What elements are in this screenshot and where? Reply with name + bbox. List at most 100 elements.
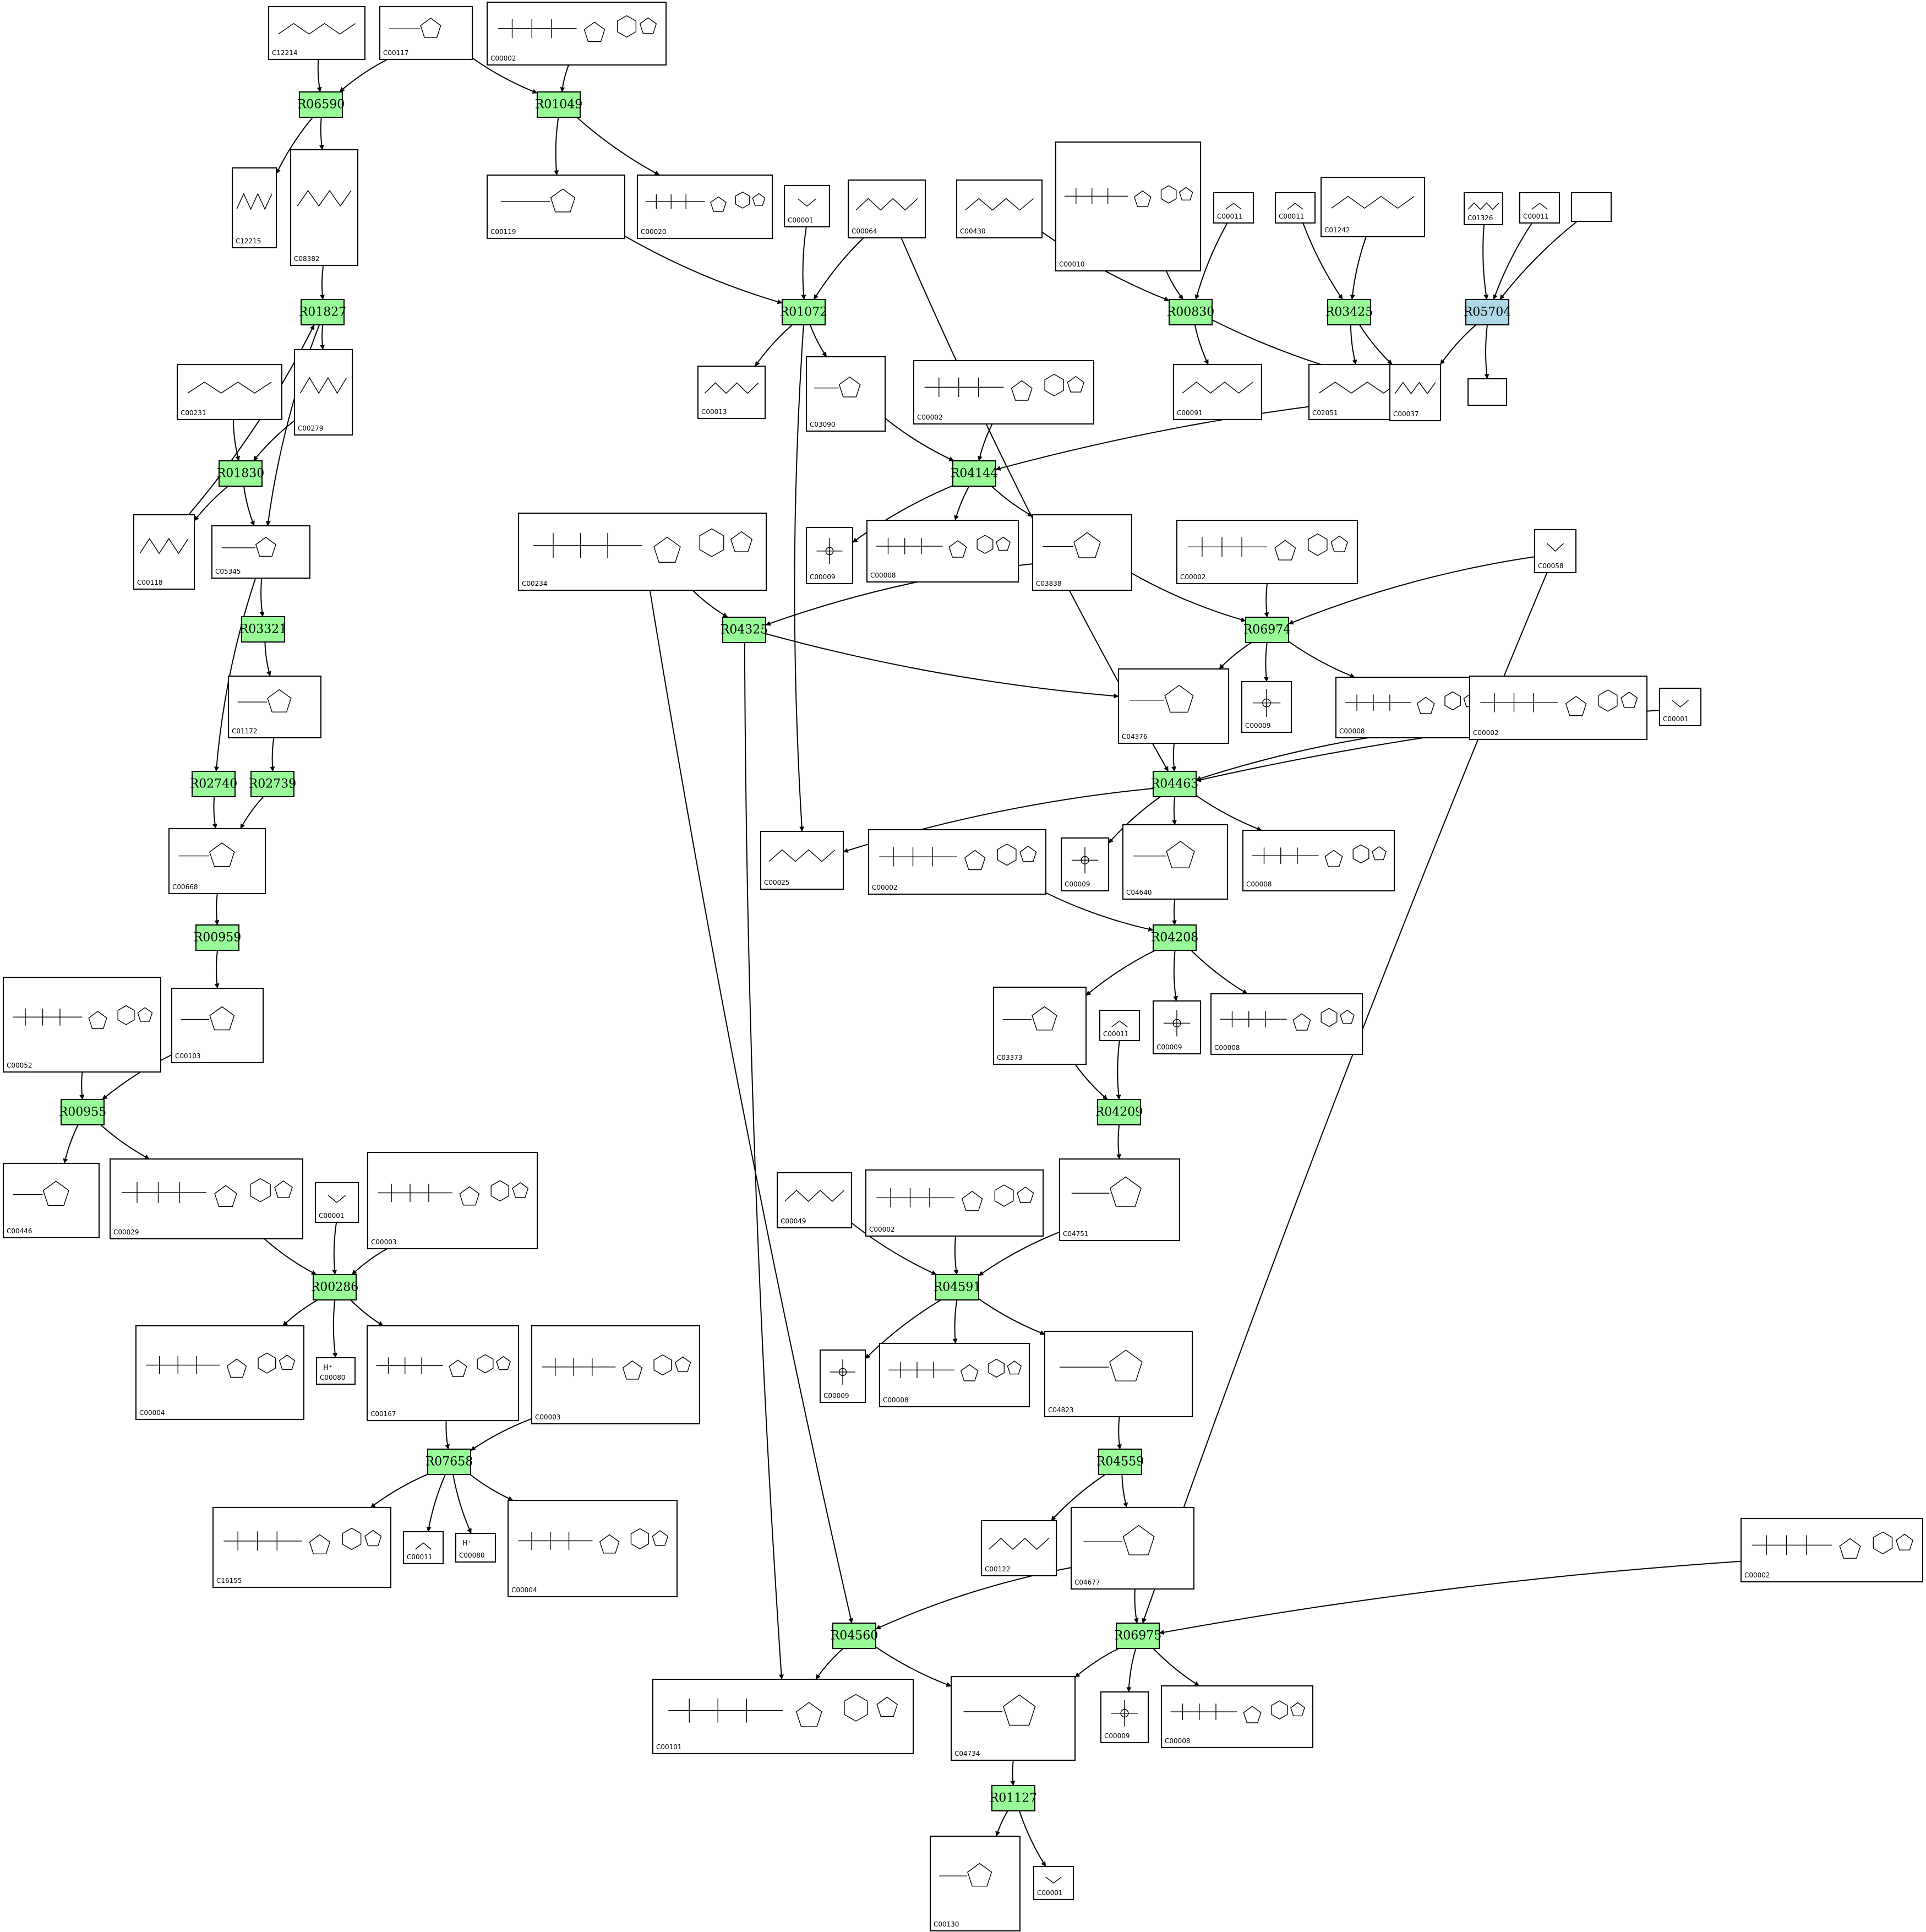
- compound-node[interactable]: H⁺C00080: [316, 1357, 356, 1385]
- compound-node[interactable]: C01172: [228, 676, 321, 738]
- compound-node[interactable]: C05345: [211, 525, 310, 579]
- reaction-r04144[interactable]: R04144: [951, 460, 999, 487]
- compound-node[interactable]: C08382: [290, 149, 358, 266]
- reaction-r06590[interactable]: R06590: [297, 91, 345, 118]
- reaction-r00959[interactable]: R00959: [194, 924, 242, 951]
- compound-node[interactable]: C00002: [913, 360, 1094, 425]
- reaction-r03425[interactable]: R03425: [1325, 299, 1373, 325]
- reaction-r03321[interactable]: R03321: [239, 616, 287, 643]
- compound-node[interactable]: C00001: [784, 185, 830, 227]
- reaction-r04209[interactable]: R04209: [1095, 1099, 1143, 1125]
- compound-node[interactable]: C00020: [637, 175, 773, 239]
- compound-node[interactable]: C00011: [1099, 1010, 1140, 1041]
- compound-node[interactable]: C00008: [1335, 677, 1486, 738]
- compound-node[interactable]: C00167: [367, 1325, 519, 1421]
- compound-node[interactable]: C00049: [777, 1172, 852, 1228]
- compound-node[interactable]: C00002: [865, 1169, 1044, 1237]
- compound-node[interactable]: C00103: [171, 988, 264, 1063]
- reaction-r06974[interactable]: R06974: [1243, 617, 1291, 643]
- compound-node[interactable]: C00001: [315, 1182, 359, 1223]
- compound-node[interactable]: C00279: [294, 349, 353, 436]
- compound-node[interactable]: C00003: [367, 1152, 538, 1249]
- reaction-r00830[interactable]: R00830: [1167, 299, 1215, 325]
- reaction-r07658[interactable]: R07658: [425, 1449, 473, 1475]
- compound-node[interactable]: C00064: [848, 179, 926, 238]
- reaction-r01049[interactable]: R01049: [535, 91, 583, 118]
- compound-node[interactable]: C00091: [1173, 364, 1262, 420]
- compound-node[interactable]: [1571, 192, 1612, 222]
- compound-node[interactable]: C00029: [110, 1158, 303, 1239]
- compound-node[interactable]: C00446: [3, 1163, 100, 1238]
- reaction-r04560[interactable]: R04560: [831, 1623, 879, 1649]
- compound-node[interactable]: C00118: [133, 514, 195, 590]
- compound-node[interactable]: C00101: [652, 1679, 914, 1754]
- compound-node[interactable]: C00009: [806, 527, 853, 584]
- compound-node[interactable]: C00001: [1033, 1866, 1074, 1900]
- reaction-r00286[interactable]: R00286: [311, 1274, 359, 1300]
- compound-node[interactable]: C03838: [1032, 514, 1132, 591]
- compound-node[interactable]: C00011: [1275, 192, 1316, 224]
- compound-node[interactable]: C00058: [1534, 529, 1576, 573]
- compound-node[interactable]: C00002: [1176, 520, 1358, 584]
- compound-node[interactable]: C16155: [212, 1507, 391, 1588]
- compound-node[interactable]: H⁺C00080: [455, 1533, 496, 1563]
- compound-node[interactable]: C04640: [1122, 824, 1228, 900]
- compound-node[interactable]: C00117: [379, 6, 473, 60]
- compound-node[interactable]: C00001: [1659, 688, 1701, 726]
- reaction-r06975[interactable]: R06975: [1114, 1623, 1162, 1649]
- compound-node[interactable]: C00002: [1741, 1518, 1923, 1582]
- reaction-r04325[interactable]: R04325: [721, 617, 768, 643]
- reaction-r04463[interactable]: R04463: [1151, 771, 1199, 797]
- reaction-r05704[interactable]: R05704: [1464, 299, 1512, 325]
- compound-node[interactable]: C04734: [951, 1676, 1076, 1761]
- compound-node[interactable]: C00119: [487, 175, 625, 239]
- compound-node[interactable]: C00025: [760, 831, 844, 890]
- compound-node[interactable]: C00011: [1519, 192, 1560, 224]
- compound-node[interactable]: C00009: [820, 1349, 866, 1403]
- compound-node[interactable]: C00002: [1469, 676, 1647, 740]
- reaction-r01127[interactable]: R01127: [990, 1785, 1038, 1811]
- compound-node[interactable]: C00052: [3, 977, 161, 1073]
- compound-node[interactable]: C00009: [1100, 1691, 1149, 1743]
- compound-node[interactable]: C00004: [508, 1500, 678, 1597]
- compound-node[interactable]: C00130: [930, 1836, 1021, 1931]
- compound-node[interactable]: C00234: [518, 513, 767, 591]
- compound-node[interactable]: C00231: [177, 364, 282, 420]
- compound-node[interactable]: C01326: [1464, 192, 1503, 225]
- compound-node[interactable]: C00430: [956, 179, 1043, 238]
- compound-node[interactable]: C00013: [697, 366, 766, 419]
- reaction-r01830[interactable]: R01830: [217, 460, 265, 487]
- compound-node[interactable]: C00003: [531, 1325, 700, 1424]
- reaction-r01072[interactable]: R01072: [780, 299, 828, 325]
- compound-node[interactable]: C00011: [403, 1531, 444, 1564]
- compound-node[interactable]: C00037: [1389, 364, 1441, 421]
- reaction-r01827[interactable]: R01827: [299, 299, 347, 325]
- compound-node[interactable]: [1467, 378, 1507, 406]
- reaction-r04591[interactable]: R04591: [934, 1274, 981, 1300]
- compound-node[interactable]: C00009: [1153, 1000, 1201, 1054]
- compound-node[interactable]: C00122: [981, 1520, 1057, 1576]
- compound-node[interactable]: C00008: [879, 1343, 1030, 1407]
- compound-node[interactable]: C03090: [806, 356, 886, 432]
- reaction-r00955[interactable]: R00955: [59, 1099, 107, 1125]
- compound-node[interactable]: C00002: [868, 829, 1046, 895]
- compound-node[interactable]: C03373: [993, 987, 1087, 1065]
- compound-node[interactable]: C00011: [1213, 192, 1254, 224]
- compound-node[interactable]: C00008: [1242, 830, 1395, 891]
- compound-node[interactable]: C12214: [268, 6, 365, 60]
- compound-node[interactable]: C00008: [1161, 1685, 1313, 1748]
- compound-node[interactable]: C12215: [232, 167, 277, 248]
- reaction-r04208[interactable]: R04208: [1151, 924, 1199, 951]
- compound-node[interactable]: C04751: [1059, 1158, 1180, 1241]
- reaction-r02740[interactable]: R02740: [190, 771, 238, 797]
- compound-node[interactable]: C00668: [168, 828, 266, 894]
- compound-node[interactable]: C00009: [1241, 681, 1292, 733]
- compound-node[interactable]: C01242: [1321, 177, 1425, 237]
- reaction-r02739[interactable]: R02739: [249, 771, 297, 797]
- compound-node[interactable]: C00002: [487, 2, 667, 66]
- compound-node[interactable]: C00004: [135, 1325, 304, 1420]
- compound-node[interactable]: C00008: [1210, 993, 1363, 1055]
- compound-node[interactable]: C04677: [1071, 1507, 1194, 1590]
- reaction-r04559[interactable]: R04559: [1096, 1449, 1144, 1475]
- compound-node[interactable]: C04376: [1118, 668, 1229, 744]
